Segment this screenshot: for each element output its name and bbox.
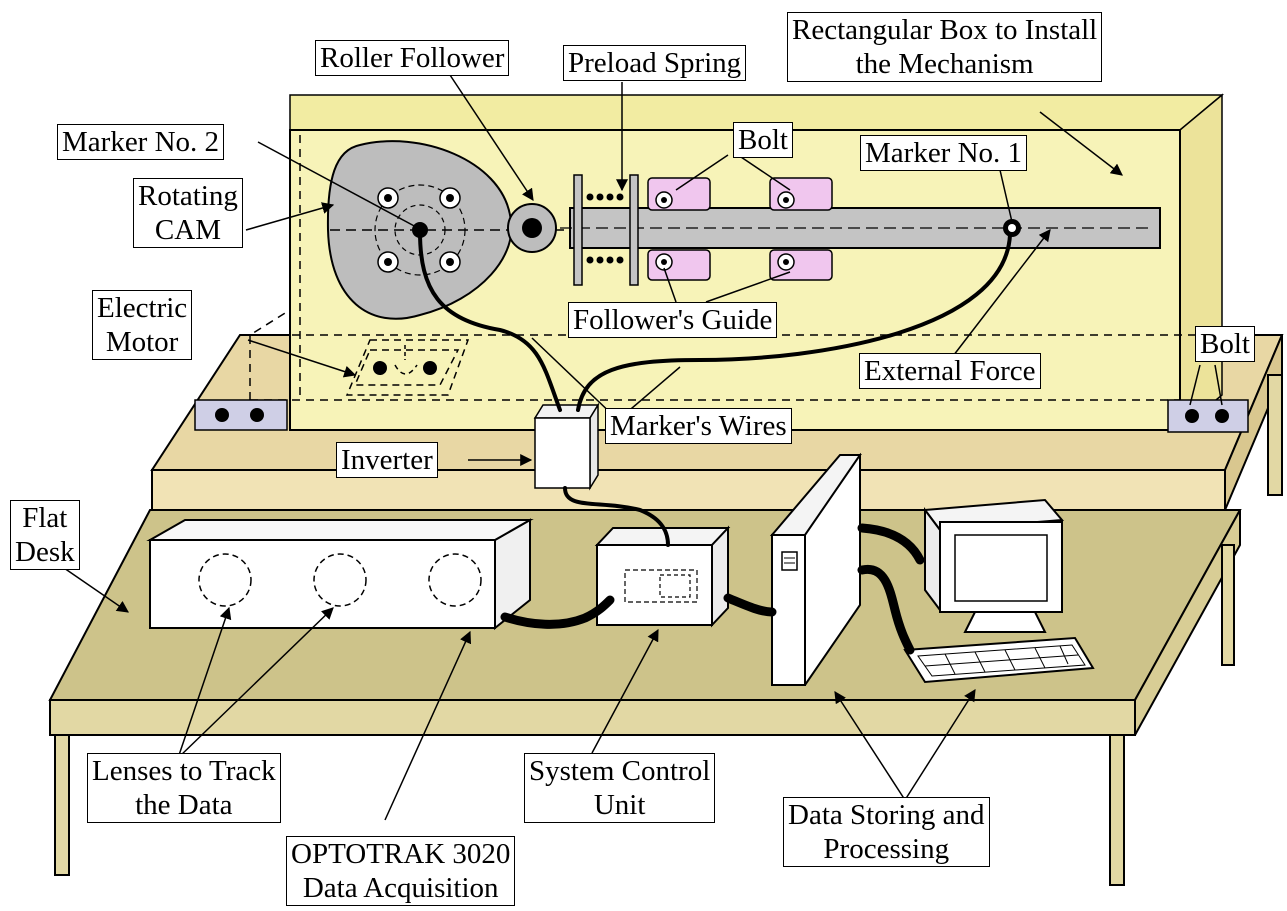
label-followers-guide: Follower's Guide — [568, 302, 777, 338]
label-preload-spring: Preload Spring — [563, 45, 746, 81]
inverter — [535, 405, 598, 488]
label-roller-follower: Roller Follower — [315, 40, 509, 76]
label-marker-2: Marker No. 2 — [57, 124, 224, 160]
label-markers-wires: Marker's Wires — [605, 408, 792, 444]
system-control-unit — [597, 528, 728, 625]
label-data-storing: Data Storing and Processing — [783, 797, 990, 867]
label-marker-1: Marker No. 1 — [860, 135, 1027, 171]
label-optotrak: OPTOTRAK 3020 Data Acquisition — [286, 836, 515, 906]
label-bolt-top: Bolt — [733, 122, 793, 158]
label-flat-desk: Flat Desk — [10, 500, 80, 570]
label-bolt-right: Bolt — [1195, 326, 1255, 362]
label-inverter: Inverter — [336, 442, 438, 478]
base-plate-right — [1168, 400, 1248, 432]
label-electric-motor: Electric Motor — [92, 290, 192, 360]
monitor — [925, 500, 1062, 632]
label-system-control-unit: System Control Unit — [524, 753, 715, 823]
label-rotating-cam: Rotating CAM — [133, 178, 243, 248]
label-external-force: External Force — [859, 353, 1041, 389]
label-rectangular-box: Rectangular Box to Install the Mechanism — [787, 12, 1102, 82]
optotrak-camera-bar — [150, 520, 530, 628]
base-plate-left — [195, 400, 287, 430]
label-lenses: Lenses to Track the Data — [87, 753, 281, 823]
